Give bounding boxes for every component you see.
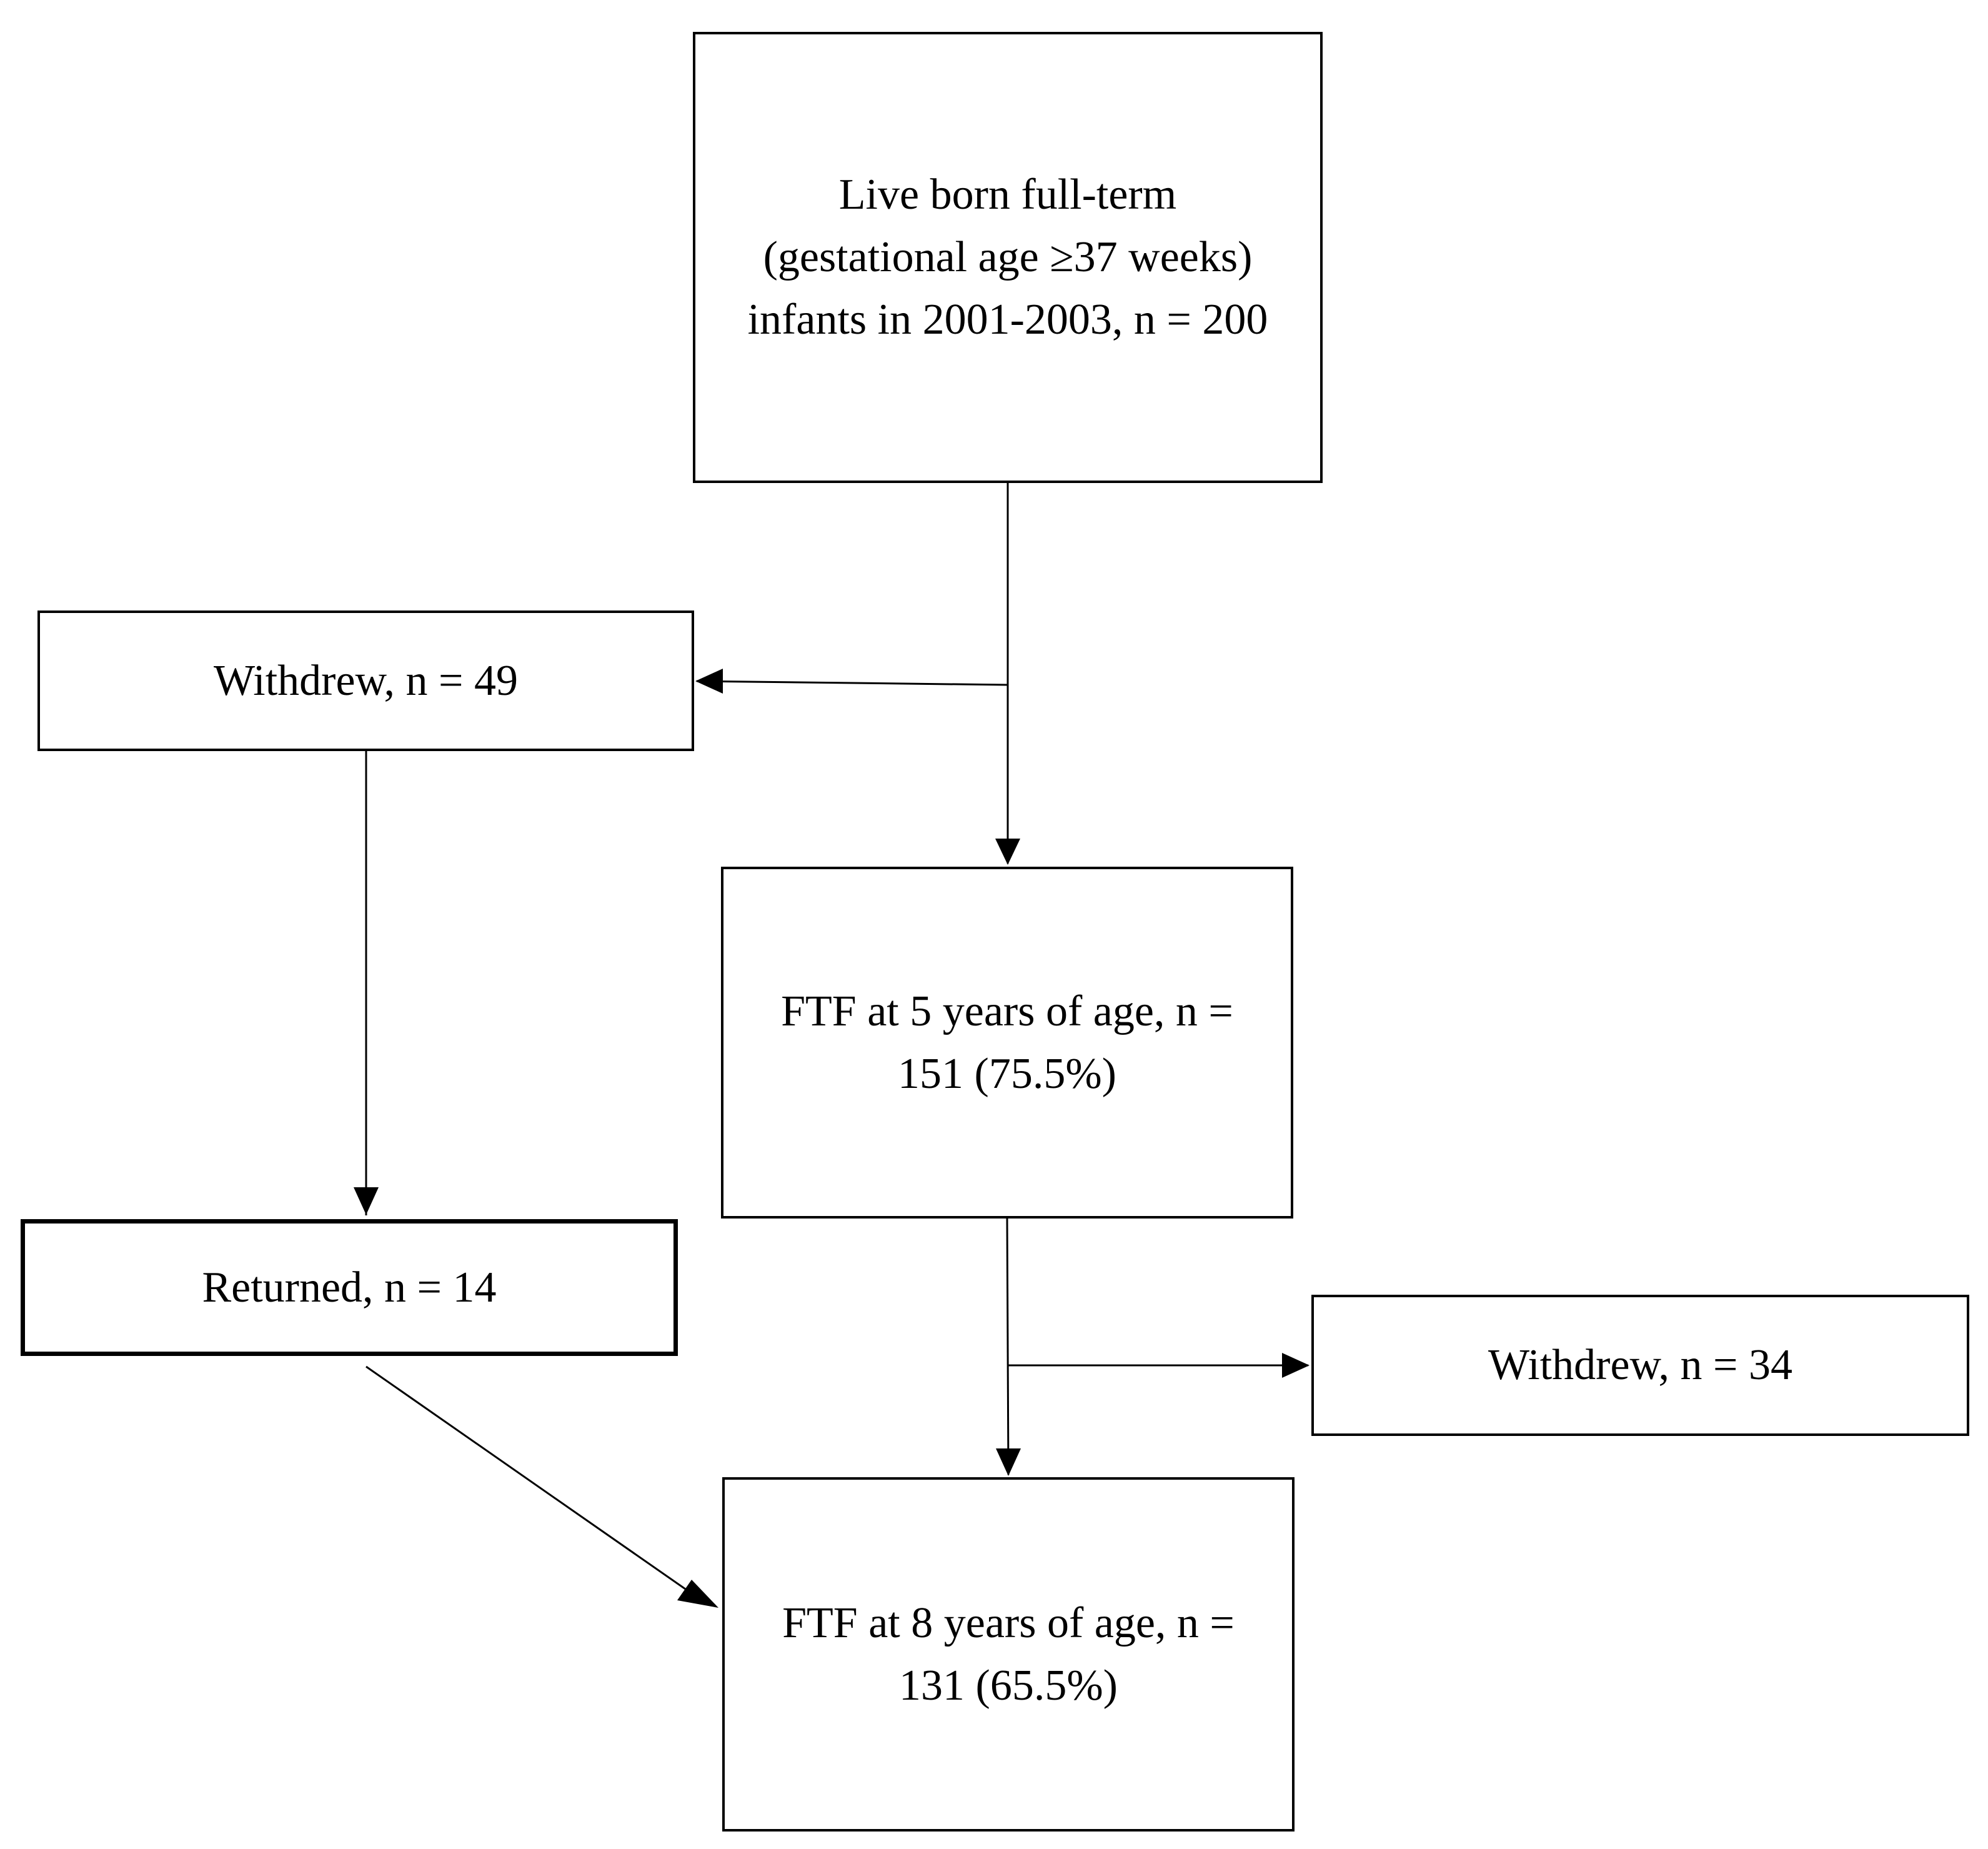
withdrew-second-label: Withdrew, n = 34	[1488, 1341, 1793, 1389]
arrow-to-withdrew-first	[696, 680, 1008, 686]
arrow-returned-to-ftf8	[365, 1365, 700, 1600]
enrolled-label: Live born full-term (gestational age ≥37…	[747, 171, 1268, 344]
ftf-5-years-label: FTF at 5 years of age, n = 151 (75.5%)	[781, 987, 1233, 1098]
ftf-8-years-box: FTF at 8 years of age, n = 131 (65.5%)	[722, 1477, 1295, 1832]
returned-box: Returned, n = 14	[21, 1219, 678, 1356]
withdrew-second-box: Withdrew, n = 34	[1311, 1295, 1969, 1436]
arrowhead-ftf5	[995, 839, 1020, 865]
ftf-8-years-label: FTF at 8 years of age, n = 131 (65.5%)	[782, 1598, 1235, 1710]
returned-label: Returned, n = 14	[202, 1263, 497, 1312]
withdrew-first-label: Withdrew, n = 49	[213, 656, 519, 705]
arrow-ftf5-to-ftf8	[1006, 1218, 1010, 1475]
arrowhead-withdrew-second	[1282, 1353, 1310, 1378]
ftf-5-years-box: FTF at 5 years of age, n = 151 (75.5%)	[721, 867, 1293, 1219]
arrowhead-ftf8	[996, 1448, 1021, 1476]
withdrew-first-box: Withdrew, n = 49	[37, 611, 694, 751]
arrowhead-withdrew-first	[695, 669, 723, 694]
arrowhead-returned	[354, 1187, 379, 1215]
arrowhead-returned-to-ftf8	[677, 1580, 718, 1608]
enrolled-box: Live born full-term (gestational age ≥37…	[693, 32, 1323, 483]
